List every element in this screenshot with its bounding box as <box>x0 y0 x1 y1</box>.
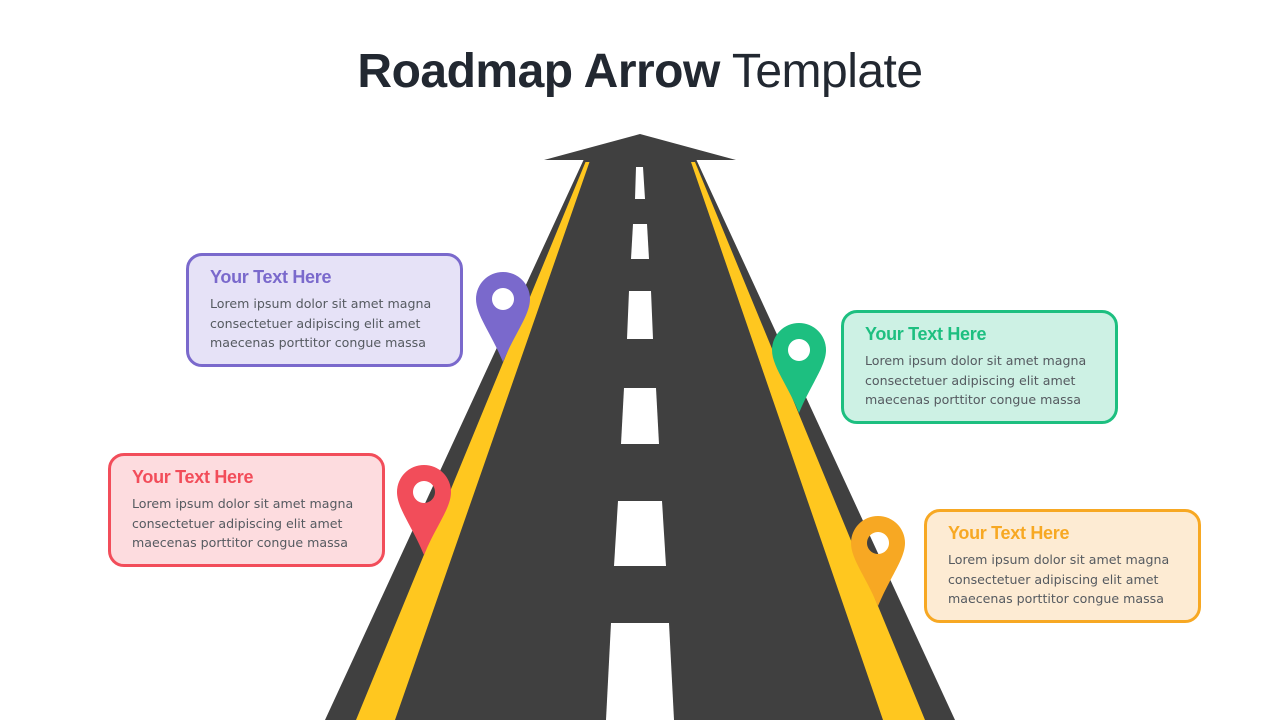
milestone-card-orange: Your Text Here Lorem ipsum dolor sit ame… <box>924 509 1201 623</box>
page-title: Roadmap Arrow Template <box>0 44 1280 99</box>
map-pin-icon-red <box>397 465 451 555</box>
milestone-heading: Your Text Here <box>948 523 1070 543</box>
milestone-body: Lorem ipsum dolor sit amet magna consect… <box>210 296 432 350</box>
milestone-body: Lorem ipsum dolor sit amet magna consect… <box>865 353 1087 407</box>
map-pin-icon-green <box>772 323 826 413</box>
map-pin-icon-orange <box>851 516 905 606</box>
lane-dashes <box>606 167 674 720</box>
map-pin-icon-purple <box>476 272 530 362</box>
milestone-body: Lorem ipsum dolor sit amet magna consect… <box>132 496 354 550</box>
milestone-heading: Your Text Here <box>210 267 332 287</box>
milestone-card-green: Your Text Here Lorem ipsum dolor sit ame… <box>841 310 1118 424</box>
milestone-heading: Your Text Here <box>132 467 254 487</box>
milestone-card-red: Your Text Here Lorem ipsum dolor sit ame… <box>108 453 385 567</box>
left-road-stripe <box>356 162 590 720</box>
title-light: Template <box>731 45 923 98</box>
title-bold: Roadmap Arrow <box>357 45 720 98</box>
milestone-card-purple: Your Text Here Lorem ipsum dolor sit ame… <box>186 253 463 367</box>
milestone-body: Lorem ipsum dolor sit amet magna consect… <box>948 552 1170 606</box>
arrow-head <box>544 134 736 160</box>
milestone-heading: Your Text Here <box>865 324 987 344</box>
